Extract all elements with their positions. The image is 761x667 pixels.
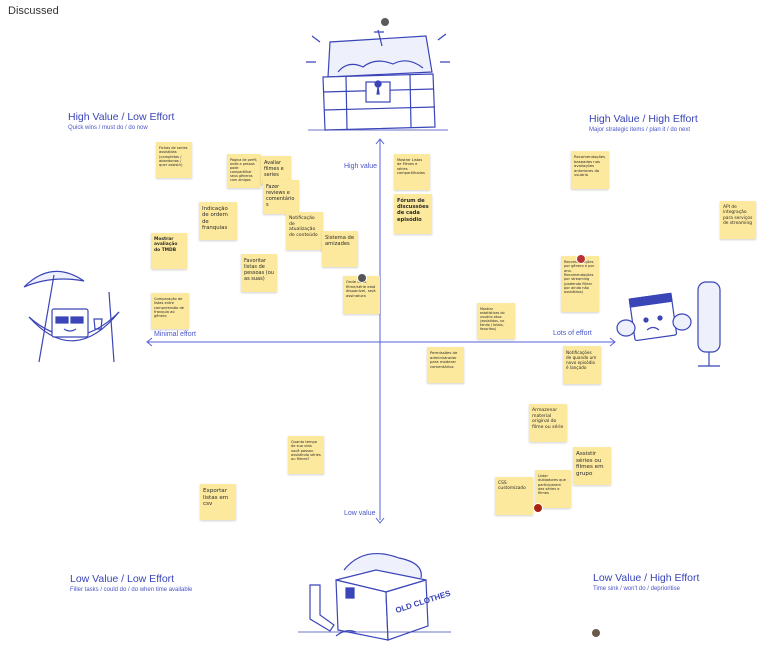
sticky-note[interactable]: API de integração para serviços de strea… bbox=[720, 201, 756, 239]
old-clothes-box-icon: OLD CLOTHES bbox=[298, 552, 452, 641]
user-avatar[interactable] bbox=[576, 254, 586, 264]
boxing-note-icon bbox=[616, 281, 721, 367]
quadrant-title-major: High Value / High Effort bbox=[589, 113, 698, 125]
sticky-note[interactable]: Recomendações por gênero e por ano. Reco… bbox=[561, 256, 599, 312]
sticky-note[interactable]: Fichas de series assistidas (completas /… bbox=[156, 142, 192, 178]
axis-label-right: Lots of effort bbox=[553, 330, 592, 337]
axis-label-bottom: Low value bbox=[344, 510, 376, 517]
treasure-chest-icon bbox=[306, 29, 450, 131]
sticky-note[interactable]: Página de perfil, onde a pessoa pode com… bbox=[227, 154, 261, 188]
sticky-note[interactable]: Listar dubladores que participaram das s… bbox=[535, 470, 571, 508]
sticky-note[interactable]: Onde cada filme/série está disponível, s… bbox=[343, 276, 380, 314]
sticky-note[interactable]: Indicação de ordem de franquias bbox=[199, 202, 237, 240]
sticky-note[interactable]: Fazer reviews e comentários bbox=[263, 180, 299, 214]
sticky-note[interactable]: Avaliar filmes e series bbox=[261, 156, 291, 184]
sticky-note[interactable]: Comparação de listas entre compreensão d… bbox=[151, 293, 189, 329]
quadrant-subtitle-time-sink: Time sink / won't do / deprioritise bbox=[593, 586, 680, 592]
sticky-note[interactable]: Recomendações baseadas nas avaliações an… bbox=[571, 151, 609, 189]
sticky-note[interactable]: Assistir séries ou filmes em grupo bbox=[573, 447, 611, 485]
frame-title[interactable]: Discussed bbox=[8, 5, 59, 17]
sticky-note[interactable]: Notificações de quando um novo episódio … bbox=[563, 346, 601, 384]
sticky-note[interactable]: Exportar listas em csv bbox=[200, 484, 236, 520]
axis-label-left: Minimal effort bbox=[154, 331, 196, 338]
sticky-note[interactable]: Mostrar Listas de Filmes e séries compar… bbox=[394, 154, 430, 190]
quadrant-title-time-sink: Low Value / High Effort bbox=[593, 572, 700, 584]
user-avatar[interactable] bbox=[533, 503, 543, 513]
sticky-note[interactable]: Mostrar estatísticas do usuário atua: (a… bbox=[477, 303, 515, 339]
sticky-note[interactable]: Notificação de atualização de conteúdo bbox=[286, 212, 323, 250]
sticky-note[interactable]: Armazenar material original do filme ou … bbox=[529, 404, 567, 442]
sticky-note[interactable]: Permissões de administrador para moderar… bbox=[427, 347, 464, 383]
quadrant-title-quick-wins: High Value / Low Effort bbox=[68, 111, 175, 123]
sticky-note[interactable]: Favoritar listas de pessoas (ou as suas) bbox=[241, 254, 277, 292]
quadrant-subtitle-quick-wins: Quick wins / must do / do now bbox=[68, 125, 148, 131]
quadrant-subtitle-major: Major strategic items / plan it / do nex… bbox=[589, 127, 691, 133]
sticky-note[interactable]: Mostrar avaliação do TMDB bbox=[151, 233, 187, 269]
user-avatar[interactable] bbox=[591, 628, 601, 638]
quadrant-subtitle-filler: Filler tasks / could do / do when time a… bbox=[70, 587, 193, 593]
sticky-note[interactable]: Sistema de amizades bbox=[322, 231, 358, 267]
sticky-note[interactable]: Quanto tempo de sua vida você passou ass… bbox=[288, 436, 324, 474]
hammock-sunglasses-icon bbox=[23, 270, 120, 363]
user-avatar[interactable] bbox=[357, 273, 367, 283]
quadrant-title-filler: Low Value / Low Effort bbox=[70, 573, 175, 585]
sticky-note[interactable]: CSS customizado bbox=[495, 477, 533, 515]
user-avatar[interactable] bbox=[380, 17, 390, 27]
axis-label-top: High value bbox=[344, 163, 378, 170]
sticky-note[interactable]: Fórum de discussões de cada episódio bbox=[394, 194, 432, 234]
